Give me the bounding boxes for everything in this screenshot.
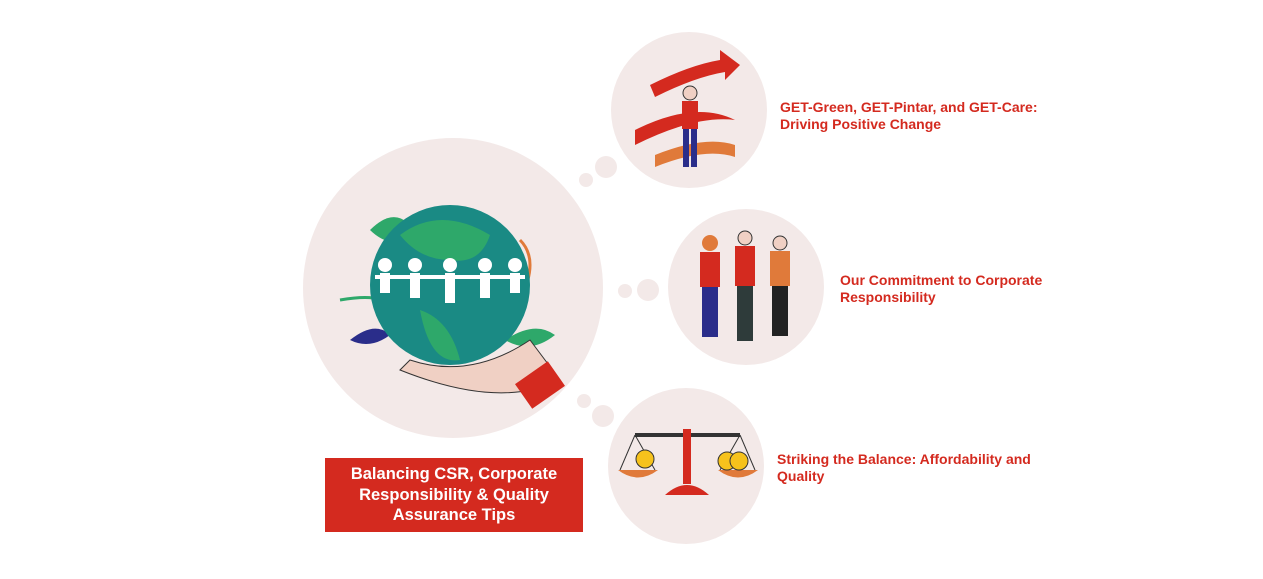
growth-arrow-person-icon bbox=[635, 50, 740, 167]
connector-dot bbox=[577, 394, 591, 408]
balance-scale-icon bbox=[618, 429, 758, 495]
connector-dot bbox=[637, 279, 659, 301]
connector-dot bbox=[595, 156, 617, 178]
item-label-team: Our Commitment to Corporate Responsibili… bbox=[840, 272, 1043, 305]
globe-in-hand-icon bbox=[339, 205, 565, 409]
item-label-growth: GET-Green, GET-Pintar, and GET-Care: Dri… bbox=[780, 99, 1038, 132]
connector-dot bbox=[592, 405, 614, 427]
item-label-balance: Striking the Balance: Affordability and … bbox=[777, 451, 1031, 484]
connector-dot bbox=[579, 173, 593, 187]
connector-dot bbox=[618, 284, 632, 298]
team-people-icon bbox=[700, 230, 790, 341]
page-title: Balancing CSR, Corporate Responsibility … bbox=[325, 458, 583, 532]
